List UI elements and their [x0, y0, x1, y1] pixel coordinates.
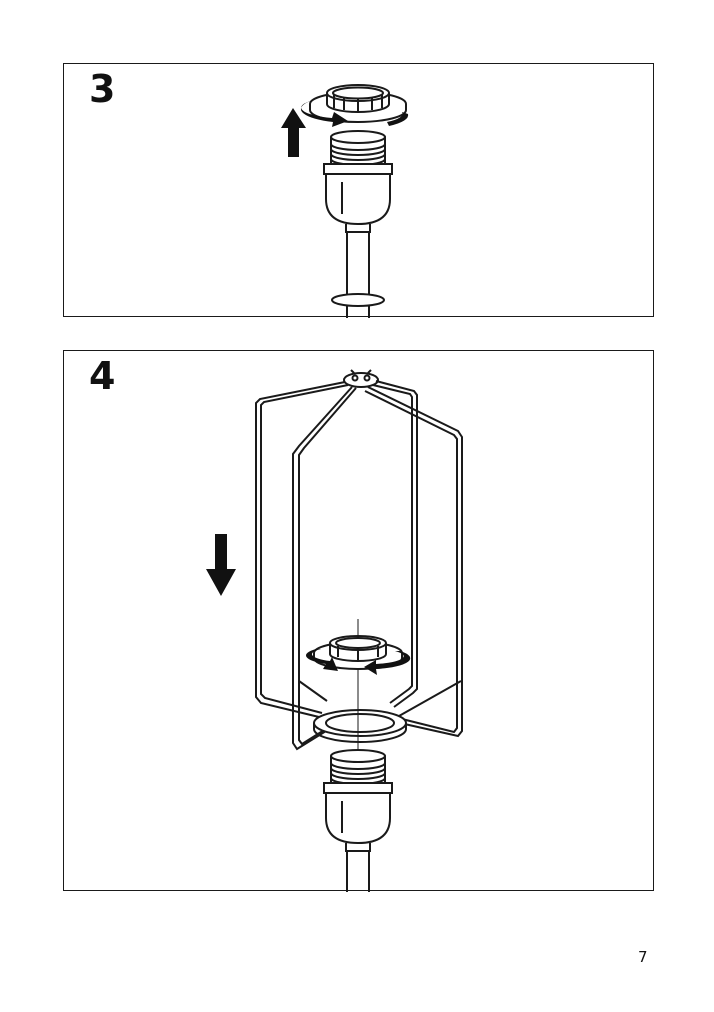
lamp-socket-illustration: [323, 749, 393, 892]
step-3-illustration: [281, 84, 409, 318]
rotate-arrow-icon: [300, 100, 409, 127]
step-3-panel: 3: [63, 63, 654, 318]
lamp-socket-illustration: [323, 130, 393, 318]
step-4-illustration: [206, 369, 463, 892]
arrow-down-icon: [206, 534, 236, 596]
step-number: 3: [89, 67, 116, 111]
socket-ring-icon: [313, 635, 403, 670]
page-number: 7: [638, 948, 648, 966]
rotate-arrow-icon: [305, 649, 411, 675]
socket-ring-icon: [309, 84, 407, 123]
shade-frame-illustration: [255, 369, 463, 751]
step-4-panel: 4: [63, 350, 654, 892]
arrow-up-icon: [281, 108, 306, 157]
step-number: 4: [89, 354, 116, 398]
